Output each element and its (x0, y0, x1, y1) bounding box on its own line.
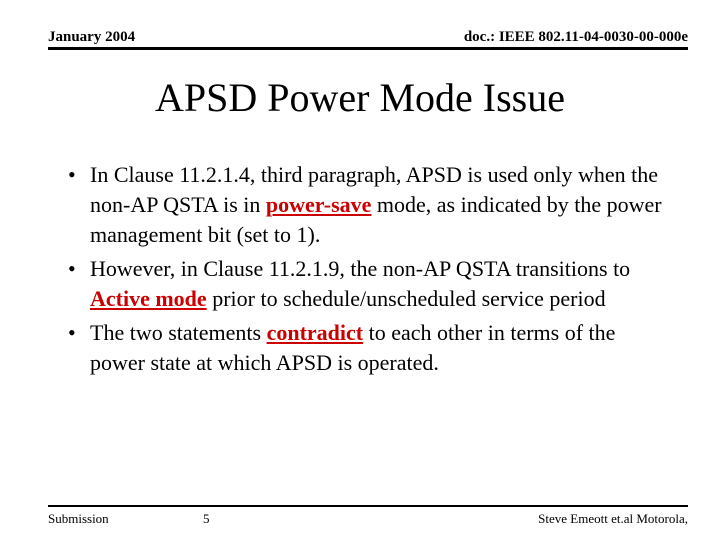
bullet-item-1: In Clause 11.2.1.4, third paragraph, APS… (68, 160, 662, 250)
footer-page-number: 5 (203, 511, 210, 526)
bullet-item-3: The two statements contradict to each ot… (68, 318, 662, 378)
slide-footer: Submission 5 Steve Emeott et.al Motorola… (48, 505, 688, 526)
bullet-2-text-before: However, in Clause 11.2.1.9, the non-AP … (90, 256, 631, 281)
bullet-3-text-before: The two statements (90, 320, 267, 345)
bullet-3-text-after: to each other in terms of the power stat… (90, 320, 616, 375)
emphasis-active-mode: Active mode (90, 286, 207, 311)
footer-authors: Steve Emeott et.al Motorola, (538, 511, 688, 526)
bullet-item-2: However, in Clause 11.2.1.9, the non-AP … (68, 254, 662, 314)
header-doc-id: doc.: IEEE 802.11-04-0030-00-000e (463, 29, 688, 45)
bullet-1-text-after: mode, as indicated by the power manageme… (90, 192, 662, 247)
slide-header: January 2004 doc.: IEEE 802.11-04-0030-0… (48, 29, 688, 50)
bullet-1-text-before: In Clause 11.2.1.4, third paragraph, APS… (90, 162, 659, 217)
emphasis-power-save: power-save (265, 192, 372, 217)
footer-submission-label: Submission (48, 511, 109, 526)
header-date: January 2004 (48, 29, 136, 45)
slide-title: APSD Power Mode Issue (155, 75, 565, 120)
bullet-list: In Clause 11.2.1.4, third paragraph, APS… (68, 160, 662, 382)
emphasis-contradict: contradict (266, 320, 364, 345)
bullet-2-text-after: prior to schedule/unscheduled service pe… (206, 286, 606, 311)
